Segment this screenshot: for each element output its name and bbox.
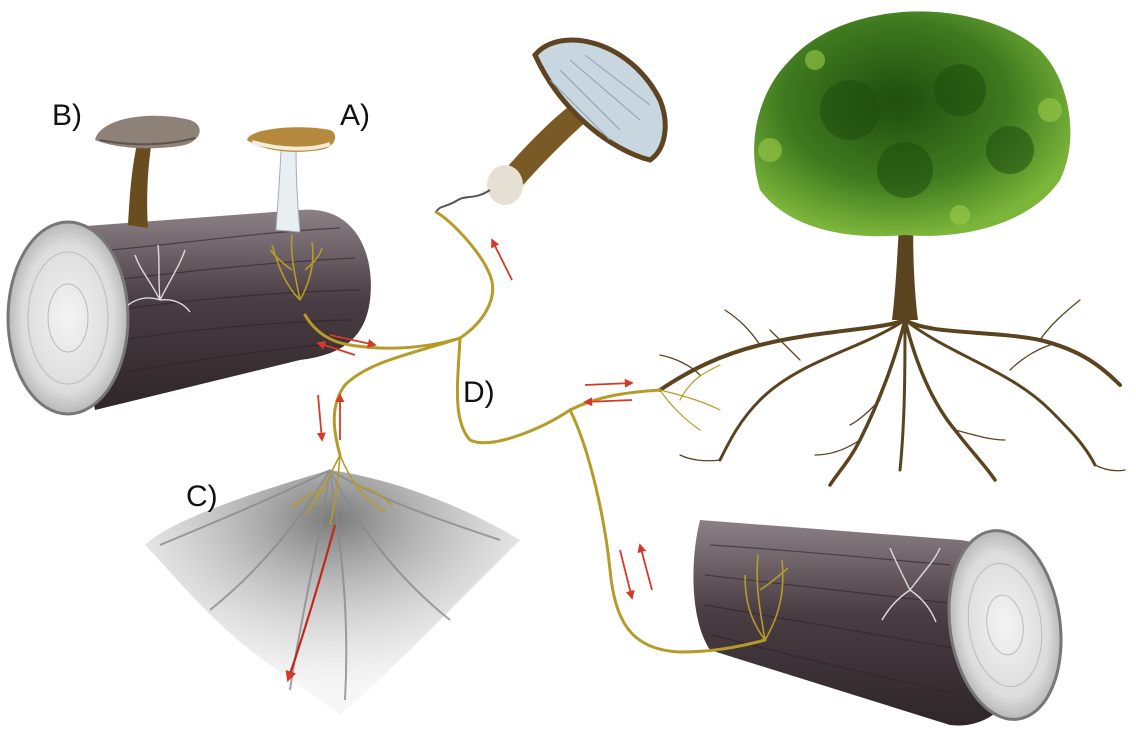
tree <box>754 11 1070 320</box>
label-b: B) <box>52 101 82 131</box>
arrow-down-to-log <box>620 550 632 598</box>
arrow-up-from-log <box>640 545 652 590</box>
tree-roots <box>660 300 1125 485</box>
arrow-down-to-fan <box>318 395 322 440</box>
log-upper-left <box>8 210 371 414</box>
label-c: C) <box>186 482 218 512</box>
label-a: A) <box>340 101 370 131</box>
label-d: D) <box>463 378 495 408</box>
mushroom-b <box>95 116 200 228</box>
arrow-up-to-mushroom <box>492 240 512 280</box>
arrow-to-roots <box>585 383 632 385</box>
log-lower-right <box>693 520 1072 727</box>
detached-mushroom <box>436 40 665 212</box>
